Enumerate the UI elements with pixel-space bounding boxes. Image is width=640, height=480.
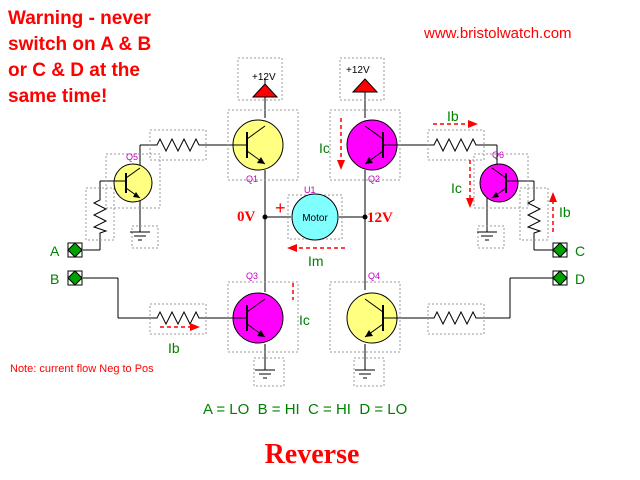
current-arrowheads — [190, 120, 557, 331]
warning-line-4: same time! — [8, 86, 107, 107]
transistor-q3 — [232, 292, 284, 344]
label-q1: Q1 — [246, 174, 258, 184]
motor-label: Motor — [302, 213, 328, 224]
label-ic-q3: Ic — [299, 312, 310, 328]
website-link[interactable]: www.bristolwatch.com — [423, 25, 572, 42]
ground-icon — [130, 231, 150, 241]
grounds — [130, 231, 497, 379]
input-terminal-d[interactable] — [552, 270, 568, 286]
input-terminal-c[interactable] — [552, 242, 568, 258]
transistor-q2 — [346, 119, 398, 171]
label-u1: U1 — [304, 185, 316, 195]
component-outlines — [85, 57, 549, 387]
supply-label-right: +12V — [346, 65, 370, 76]
label-ib-right: Ib — [559, 204, 571, 220]
resistor-q3-base — [152, 310, 202, 326]
transistor-q4 — [346, 292, 398, 344]
resistor-q6-base — [526, 195, 542, 235]
input-label-a: A — [50, 243, 60, 259]
label-im: Im — [308, 253, 324, 269]
transistor-q5 — [110, 163, 153, 203]
transistor-q6 — [479, 163, 519, 203]
input-label-b: B — [50, 271, 59, 287]
ground-icon — [355, 369, 375, 379]
input-label-d: D — [575, 271, 585, 287]
motor: Motor — [291, 193, 339, 241]
resistor-q1-base — [152, 137, 203, 153]
label-ic-q2: Ic — [319, 140, 330, 156]
resistor-q2-base — [430, 137, 480, 153]
input-terminal-b[interactable] — [67, 270, 83, 286]
label-q2: Q2 — [368, 174, 380, 184]
label-q3: Q3 — [246, 271, 258, 281]
node-voltage-left: 0V — [237, 209, 256, 225]
resistors — [92, 137, 542, 326]
junction-dot — [262, 214, 268, 220]
resistor-q4-base — [430, 310, 482, 326]
label-q6: Q6 — [492, 150, 504, 160]
label-ib-q3: Ib — [168, 340, 180, 356]
mode-title: Reverse — [265, 439, 360, 470]
current-arrows — [160, 118, 554, 328]
resistor-q5-base — [92, 195, 108, 235]
ground-icon — [255, 369, 275, 379]
motor-plus-sign: + — [275, 198, 286, 218]
label-ib-q6: Ib — [447, 108, 459, 124]
label-ic-q6: Ic — [451, 180, 462, 196]
transistor-q1 — [232, 119, 284, 171]
supply-label-left: +12V — [252, 72, 276, 83]
label-q5: Q5 — [126, 152, 138, 162]
label-q4: Q4 — [368, 271, 380, 281]
input-terminal-a[interactable] — [67, 242, 83, 258]
junction-dot — [362, 214, 368, 220]
warning-line-1: Warning - never — [8, 8, 151, 29]
warning-line-3: or C & D at the — [8, 60, 140, 81]
ground-icon — [477, 231, 497, 241]
switch-state: A = LO B = HI C = HI D = LO — [203, 401, 407, 418]
supply-arrow-left — [251, 83, 279, 98]
supply-arrow-right — [351, 78, 379, 93]
warning-line-2: switch on A & B — [8, 34, 151, 55]
input-label-c: C — [575, 243, 585, 259]
node-voltage-right: 12V — [367, 210, 393, 226]
current-flow-note: Note: current flow Neg to Pos — [10, 363, 154, 375]
warning-text: Warning - never switch on A & B or C & D… — [8, 8, 151, 107]
